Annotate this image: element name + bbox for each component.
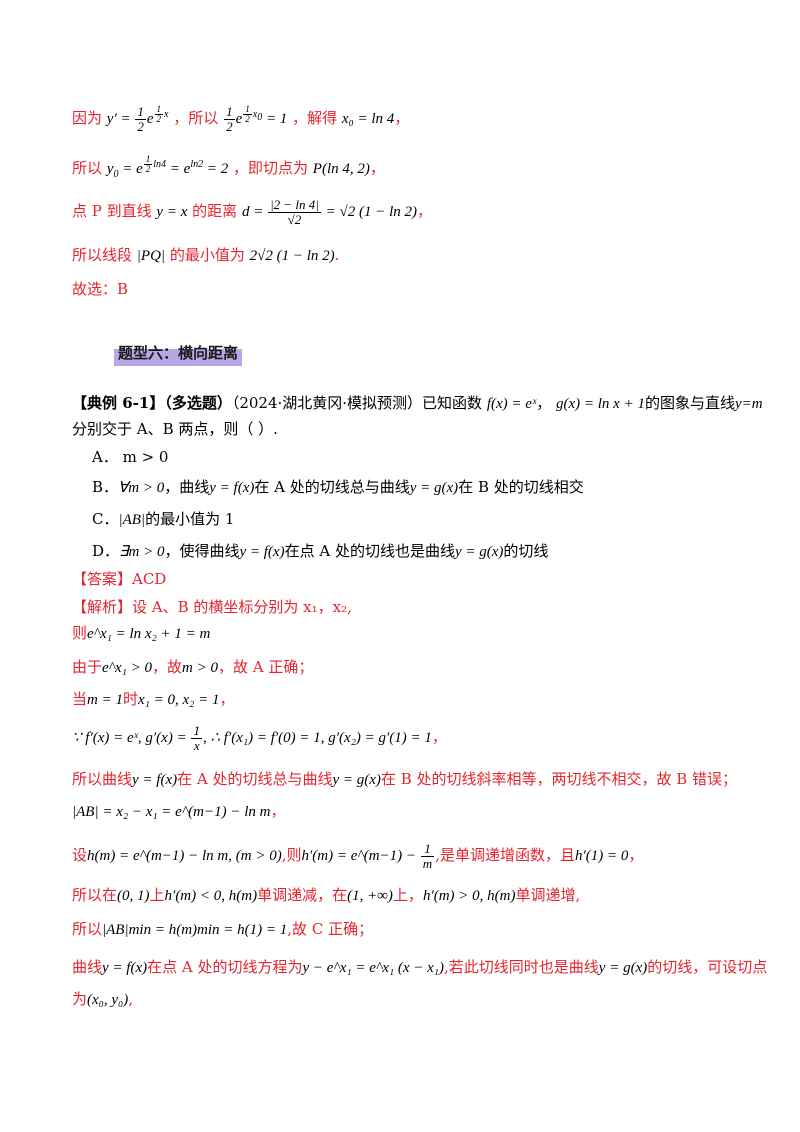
math-distance: d = |2 − ln 4|√2 = √2 (1 − ln 2) — [241, 197, 417, 227]
text: ，解得 — [292, 109, 338, 127]
option-b: B．∀m > 0，曲线y = f(x)在 A 处的切线总与曲线y = g(x)在… — [92, 478, 584, 496]
math: x₁ = 0, x₂ = 1 — [138, 692, 220, 708]
text: ， — [536, 394, 552, 412]
math: y = g(x) — [332, 772, 381, 788]
text: 所以 — [72, 159, 103, 177]
text: 的距离 — [192, 201, 238, 220]
math-min-value: 2√2 (1 − ln 2) — [249, 248, 335, 264]
math: h′(m) < 0, h(m) — [164, 888, 258, 904]
text: ，即切点为 — [233, 159, 309, 177]
math: (1, +∞) — [347, 888, 393, 904]
math: y = f(x) — [209, 480, 255, 496]
math: y = g(x) — [454, 544, 504, 560]
example-line-1: 【典例 6-1】（多选题）（2024·湖北黄冈·模拟预测）已知函数 f(x) =… — [72, 392, 763, 415]
math-line: y = x — [156, 203, 188, 220]
analysis-line-2: 则e^x₁ = ln x₂ + 1 = m — [72, 624, 211, 642]
analysis-line-3: 由于e^x₁ > 0，故m > 0，故 A 正确； — [72, 658, 314, 676]
math: ∃m > 0 — [119, 544, 165, 560]
math: h(m) = e^(m−1) − ln m, (m > 0) — [87, 847, 282, 864]
math: y = g(x) — [598, 960, 648, 976]
analysis-line-4: 当m = 1时x₁ = 0, x₂ = 1， — [72, 690, 235, 708]
option-a: A． m > 0 — [92, 448, 169, 466]
math-g: g(x) = ln x + 1 — [555, 396, 645, 412]
text: ， — [369, 159, 385, 177]
math-ym: y=m — [734, 396, 763, 412]
math: y − e^x₁ = e^x₁ (x − x₁) — [302, 960, 445, 976]
math: (0, 1) — [117, 888, 150, 904]
section-heading: 题型六：横向距离 — [114, 340, 243, 366]
option-d: D．∃m > 0，使得曲线y = f(x)在点 A 处的切线也是曲线y = g(… — [92, 542, 549, 560]
math: |AB| — [118, 512, 146, 528]
math: e^x₁ = ln x₂ + 1 = m — [87, 626, 211, 642]
math: ∀m > 0 — [118, 480, 165, 496]
math: |AB| = x₂ − x₁ = e^(m−1) − ln m — [72, 804, 271, 820]
text: 因为 — [72, 109, 103, 127]
analysis-line-10: 所以|AB|min = h(m)min = h(1) = 1,故 C 正确； — [72, 920, 374, 938]
analysis-line-8: 设h(m) = e^(m−1) − ln m, (m > 0),则h′(m) =… — [72, 841, 644, 871]
text: 点 P 到直线 — [72, 201, 152, 220]
math: (x₀, y₀) — [87, 992, 129, 1008]
text: （2024·湖北黄冈·模拟预测）已知函数 — [231, 394, 483, 412]
math: y = f(x) — [102, 960, 148, 976]
text: 的最小值为 — [169, 246, 245, 264]
math: h′(1) = 0 — [574, 847, 629, 864]
example-line-2: 分别交于 A、B 两点，则（ ）. — [72, 420, 278, 438]
math: y = g(x) — [409, 480, 459, 496]
math: m = 1 — [87, 692, 123, 708]
text: ， — [394, 109, 410, 127]
text: ，所以 — [173, 109, 219, 127]
math-f: f(x) = eˣ — [486, 396, 537, 412]
text: 所以线段 — [72, 246, 133, 264]
analysis-line-11: 曲线y = f(x)在点 A 处的切线方程为y − e^x₁ = e^x₁ (x… — [72, 958, 768, 976]
analysis-line-7: |AB| = x₂ − x₁ = e^(m−1) − ln m， — [72, 802, 286, 820]
option-c: C．|AB|的最小值为 1 — [92, 510, 235, 528]
answer-line: 【答案】ACD — [72, 570, 167, 588]
analysis-line-12: 为(x₀, y₀), — [72, 990, 134, 1008]
math-pq: |PQ| — [136, 248, 166, 264]
text: ， — [417, 201, 433, 220]
math: |AB|min = h(m)min = h(1) = 1 — [102, 922, 288, 938]
math-x0: x₀ = ln 4 — [341, 111, 395, 127]
math: h′(m) > 0, h(m) — [422, 888, 516, 904]
example-tag: （多选题） — [164, 394, 232, 412]
analysis-line-9: 所以在(0, 1)上h′(m) < 0, h(m)单调递减，在(1, +∞)上，… — [72, 886, 581, 904]
math: y = f(x) — [239, 544, 285, 560]
text: 的图象与直线 — [644, 394, 735, 412]
text: . — [334, 246, 340, 264]
math-point-p: P(ln 4, 2) — [312, 161, 370, 177]
solution-line-3: 点 P 到直线 y = x 的距离 d = |2 − ln 4|√2 = √2 … — [72, 198, 730, 227]
solution-line-5: 故选：B — [72, 280, 129, 298]
example-label: 【典例 6-1】 — [72, 394, 165, 412]
math: e^x₁ > 0 — [102, 660, 152, 676]
math: m > 0 — [182, 660, 218, 676]
analysis-label: 【解析】 — [72, 598, 133, 616]
math: y = f(x) — [132, 772, 178, 788]
analysis-line-1: 【解析】设 A、B 的横坐标分别为 x₁，x₂, — [72, 598, 352, 616]
solution-line-4: 所以线段 |PQ| 的最小值为 2√2 (1 − ln 2). — [72, 244, 730, 267]
analysis-line-6: 所以曲线y = f(x)在 A 处的切线总与曲线y = g(x)在 B 处的切线… — [72, 770, 738, 788]
